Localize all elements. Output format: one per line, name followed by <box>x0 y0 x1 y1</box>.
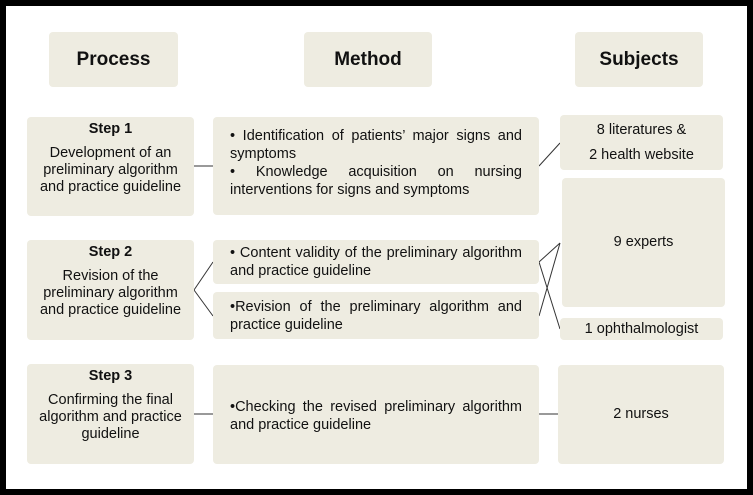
method-step2b-item: •Revision of the preliminary algorithm a… <box>230 299 522 333</box>
connector-method1-literature <box>538 142 561 167</box>
subject-ophthalmologist-box: 1 ophthalmologist <box>560 318 723 340</box>
step-2-description: Revision of the preliminary algorithm an… <box>39 268 182 318</box>
connector-method2a-experts <box>538 242 561 263</box>
step-3-title: Step 3 <box>88 368 133 384</box>
header-process: Process <box>49 32 178 87</box>
subject-ophthalmologist-label: 1 ophthalmologist <box>584 320 699 337</box>
step-2-title: Step 2 <box>88 244 133 260</box>
subject-experts-box: 9 experts <box>562 178 725 307</box>
method-step2b-box: •Revision of the preliminary algorithm a… <box>213 292 539 339</box>
method-step2a-box: • Content validity of the preliminary al… <box>213 240 539 284</box>
method-step2a-item: • Content validity of the preliminary al… <box>230 245 522 279</box>
subject-experts-label: 9 experts <box>613 234 674 250</box>
step-3-description: Confirming the final algorithm and pract… <box>39 392 182 442</box>
step-1-box: Step 1 Development of an preliminary alg… <box>27 117 194 216</box>
method-step1-item-1: • Identification of patients’ major sign… <box>230 128 522 162</box>
method-step3-box: •Checking the revised preliminary algori… <box>213 365 539 464</box>
step-3-box: Step 3 Confirming the final algorithm an… <box>27 364 194 464</box>
connector-step2-method-a <box>193 261 214 291</box>
method-step3-item: •Checking the revised preliminary algori… <box>230 399 522 433</box>
subject-nurses-box: 2 nurses <box>558 365 724 464</box>
header-subjects: Subjects <box>575 32 703 87</box>
method-step1-box: • Identification of patients’ major sign… <box>213 117 539 215</box>
step-1-title: Step 1 <box>88 121 133 137</box>
step-1-description: Development of an preliminary algorithm … <box>39 145 182 195</box>
connector-method2a-ophthalmologist <box>538 261 561 330</box>
subject-literature-line-2: 2 health website <box>589 146 694 163</box>
step-2-box: Step 2 Revision of the preliminary algor… <box>27 240 194 340</box>
subject-literature-box: 8 literatures & 2 health website <box>560 115 723 170</box>
header-method: Method <box>304 32 432 87</box>
connector-method2b-experts <box>538 242 561 317</box>
subject-literature-line-1: 8 literatures & <box>596 121 687 138</box>
method-step1-item-2: • Knowledge acquisition on nursing inter… <box>230 164 522 198</box>
connector-step2-method-b <box>193 289 214 317</box>
subject-nurses-label: 2 nurses <box>613 406 669 422</box>
